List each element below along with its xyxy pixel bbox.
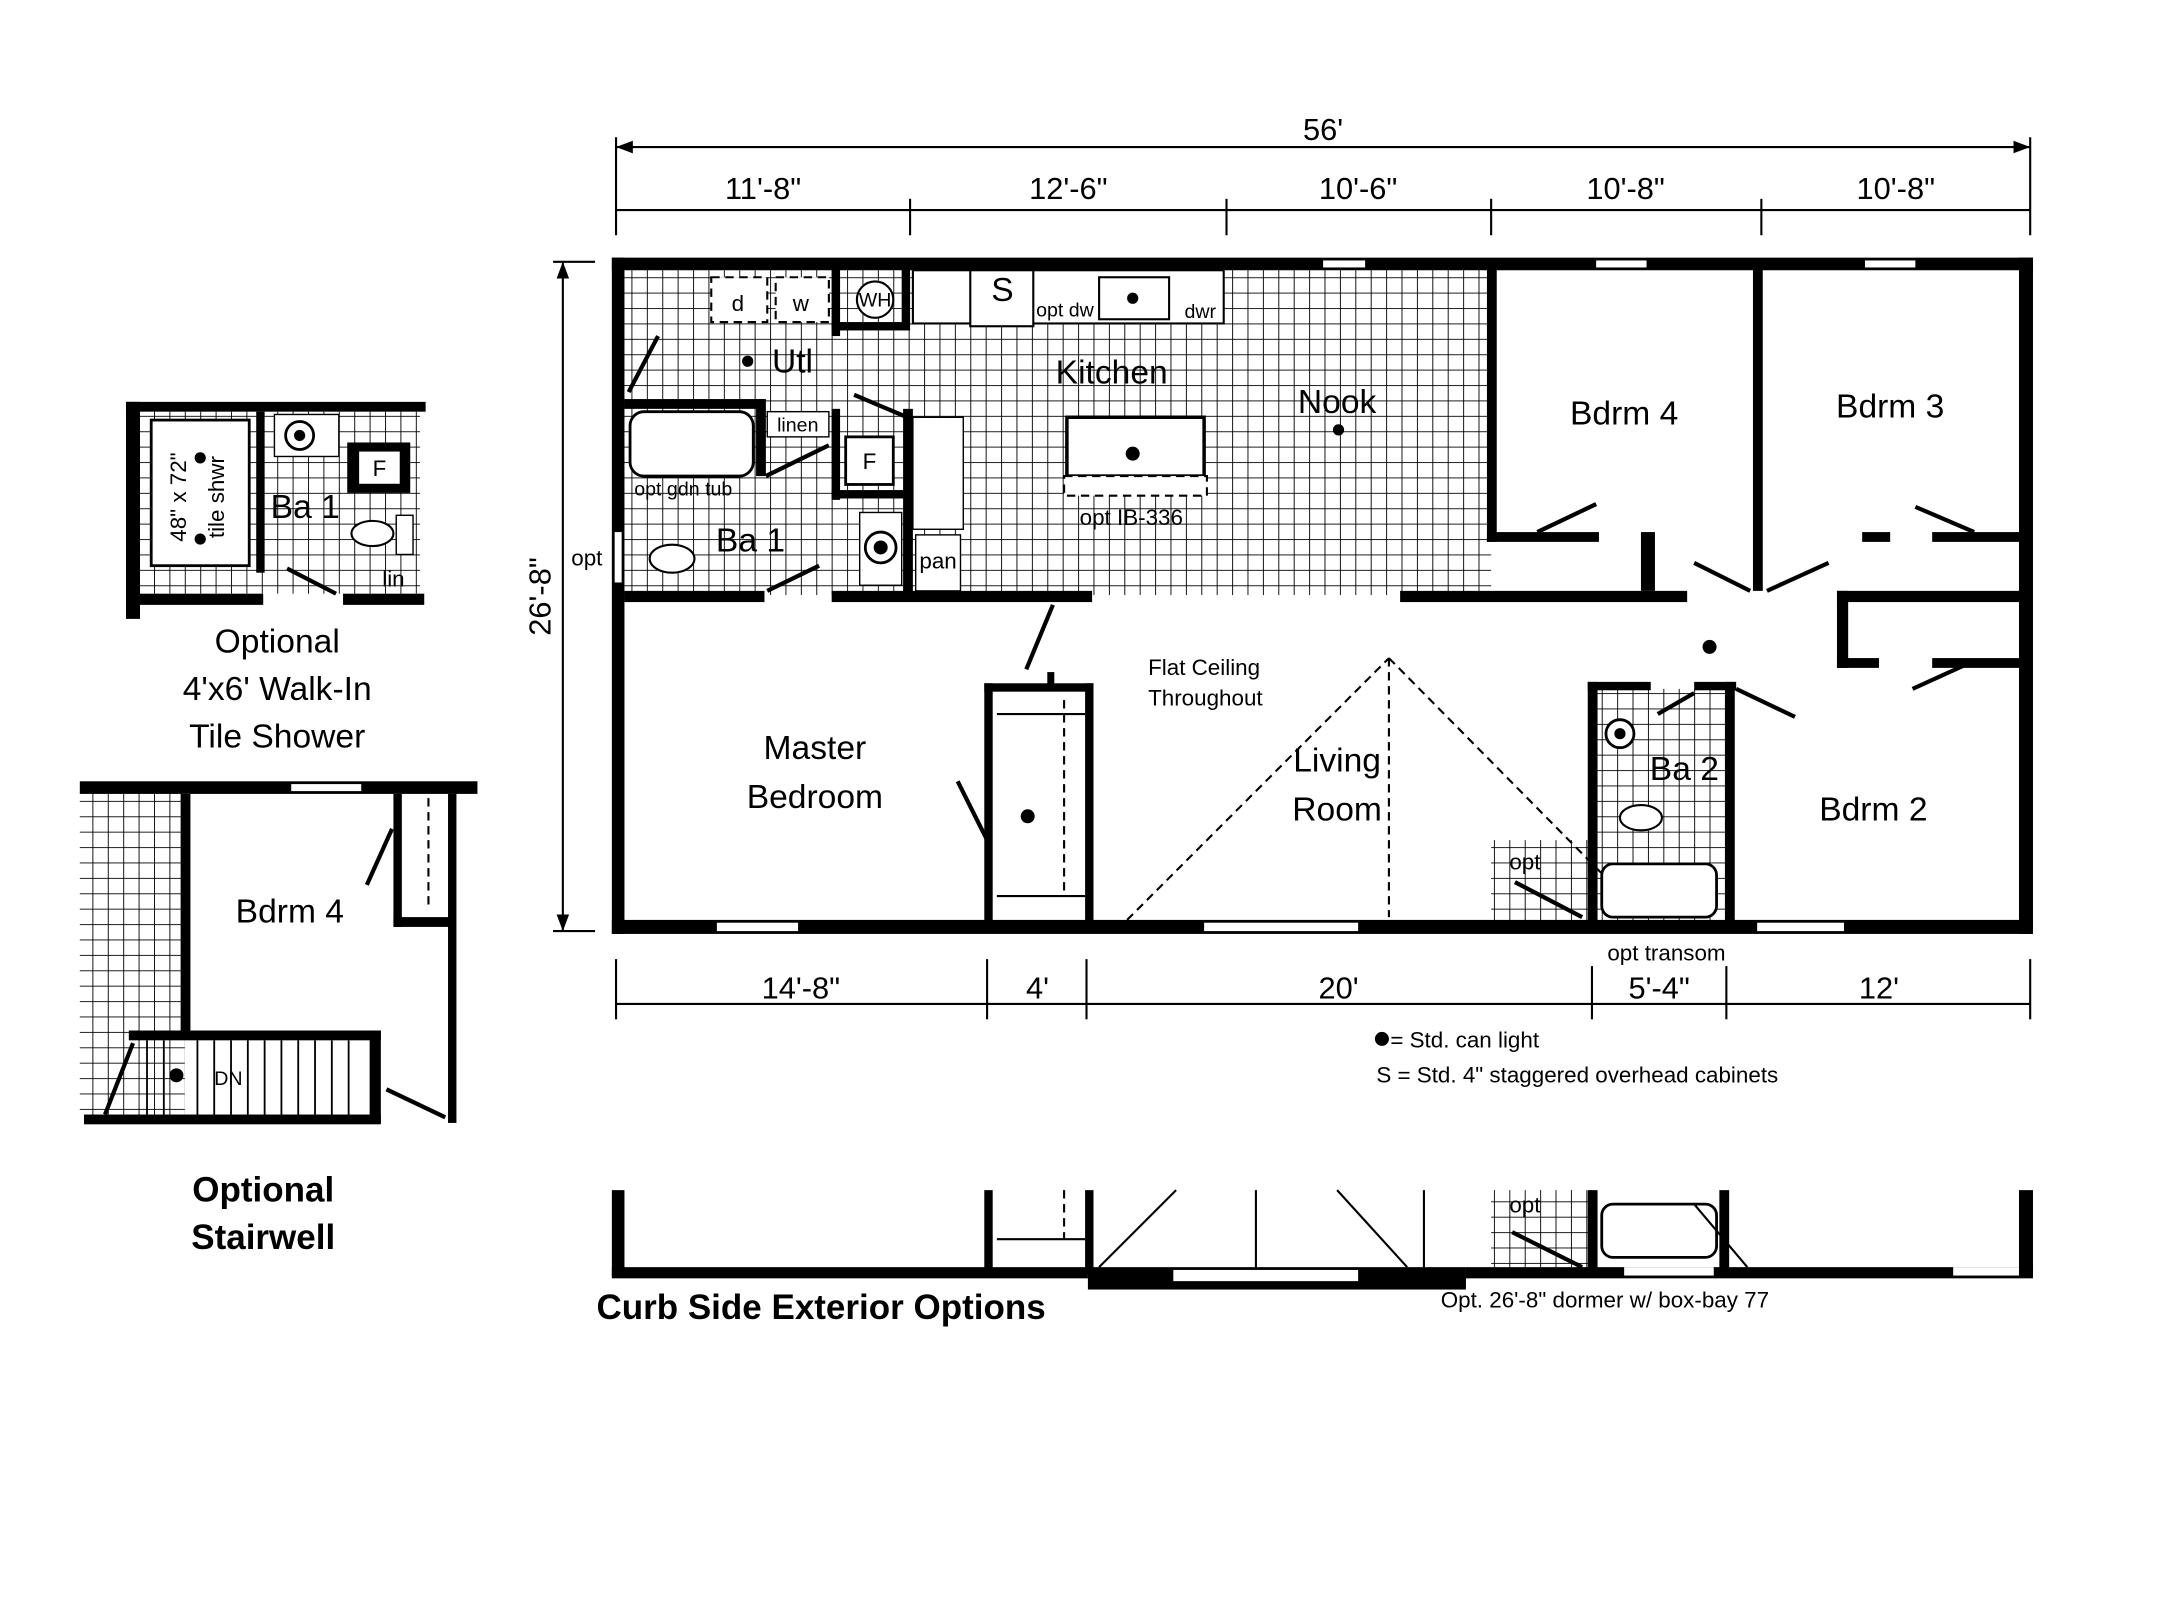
can-light-icon [1374,1031,1389,1046]
legend-can-light: = Std. can light [1390,1027,1540,1052]
furnace [844,435,895,486]
ceiling-note-2: Throughout [1148,686,1263,711]
opt-transom-label: opt transom [1607,941,1725,966]
top-dimensions: 56' 11'-8" 12'-6" 10'-6" 10'-8" 10'-8" [615,112,2032,236]
washer [774,276,830,324]
shower-ba1-label: Ba 1 [271,489,340,526]
furnace-label: F [863,449,877,474]
shower-option: 48" x 72" tile shwr F lin Ba 1 Optional … [126,401,426,756]
room-ba2: Ba 2 [1650,751,1719,788]
shower-furnace-label: F [373,456,387,481]
bottom-dim-2: 4' [1026,970,1049,1005]
linen-label: linen [777,414,818,436]
opt-gdn-tub-label: opt gdn tub [634,479,732,501]
stair-option: DN Bdrm 4 Optional Stairwell [79,781,478,1257]
staggered-cabinet-label: S [991,272,1013,309]
dwr-label: dwr [1185,301,1217,323]
shower-title-1: Optional [215,623,340,660]
range [969,269,1035,328]
stair-title-1: Optional [192,1170,334,1209]
ceiling-note-1: Flat Ceiling [1148,655,1260,680]
shower-title-3: Tile Shower [189,719,365,756]
bottom-dimensions: 14'-8" 4' 20' 5'-4" 12' [615,959,2032,1020]
dn-label: DN [214,1068,242,1090]
top-dim-4: 10'-8" [1586,171,1664,206]
overall-width-label: 56' [1303,112,1343,147]
main-plan: d w WH S opt dw dwr opt IB-336 opt gdn t… [571,257,2033,966]
water-heater-label: WH [859,290,892,312]
island-label: opt IB-336 [1080,505,1183,530]
shower-title-2: 4'x6' Walk-In [183,671,372,708]
depth-label: 26'-8" [522,557,557,635]
room-bdrm3: Bdrm 3 [1836,388,1944,425]
top-dim-2: 12'-6" [1029,171,1107,206]
legend-cabinets: S = Std. 4" staggered overhead cabinets [1376,1062,1778,1087]
bathtub [628,410,755,478]
top-dim-3: 10'-6" [1319,171,1397,206]
toilet [648,543,696,574]
bottom-dim-3: 20' [1318,970,1358,1005]
bottom-dim-1: 14'-8" [762,970,840,1005]
depth-dimension: 26'-8" [522,260,596,933]
legend: = Std. can light S = Std. 4" staggered o… [1374,1027,1778,1087]
stair-title-2: Stairwell [191,1218,335,1257]
bottom-dim-4: 5'-4" [1628,970,1689,1005]
stair-bdrm4-label: Bdrm 4 [236,894,344,931]
dryer-label: d [732,291,744,316]
washer-label: w [792,291,810,316]
top-dim-1: 11'-8" [725,171,801,206]
kitchen-island [1065,415,1206,478]
room-nook: Nook [1298,384,1377,421]
top-dim-5: 10'-8" [1857,171,1935,206]
curb-opt-label: opt [1509,1193,1541,1218]
room-bdrm4: Bdrm 4 [1570,395,1678,432]
room-living-1: Living [1293,742,1381,779]
room-master-2: Bedroom [747,779,883,816]
room-master-1: Master [764,730,867,767]
dryer [710,276,769,324]
bathtub-ba2 [1600,862,1718,919]
room-utl: Utl [772,343,813,380]
dormer-note: Opt. 26'-8" dormer w/ box-bay 77 [1441,1288,1769,1313]
pantry-label: pan [919,548,956,573]
room-kitchen: Kitchen [1056,355,1168,392]
tile-shwr-label: tile shwr [204,455,229,538]
opt-ba2-label: opt [1509,850,1541,875]
opt-dw-label: opt dw [1036,299,1095,321]
bottom-dim-5: 12' [1859,970,1899,1005]
room-bdrm2: Bdrm 2 [1819,792,1927,829]
curb-side-title: Curb Side Exterior Options [596,1288,1045,1327]
opt-left-label: opt [571,546,603,571]
tile-size-label: 48" x 72" [166,452,191,541]
room-living-2: Room [1292,792,1382,829]
curb-side-options: opt Curb Side Exterior Options Opt. 26'-… [596,1189,2033,1327]
room-ba1: Ba 1 [716,523,785,560]
lin-label: lin [382,567,404,592]
water-heater [855,280,895,319]
